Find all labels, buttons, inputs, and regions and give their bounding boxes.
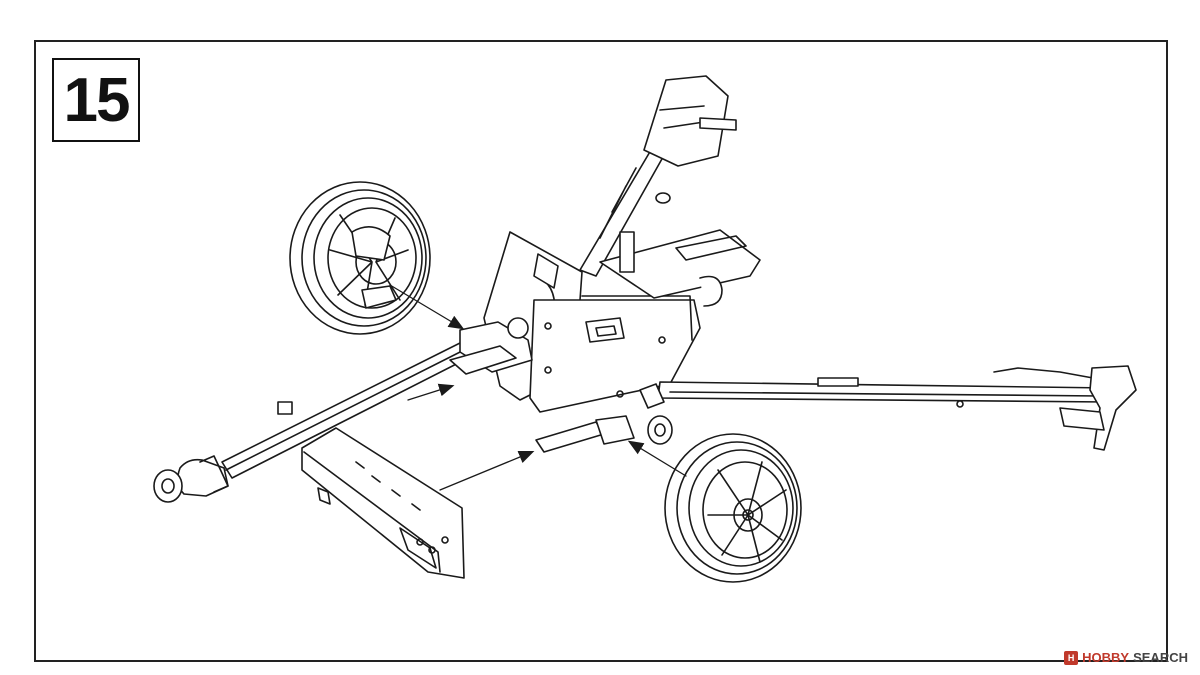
arrow-left-wheel (389, 284, 465, 330)
watermark: H HOBBY SEARCH (1064, 650, 1188, 665)
watermark-logo-icon: H (1064, 650, 1079, 665)
left-wheel (289, 181, 431, 335)
arrow-right-wheel (627, 440, 687, 477)
arrow-trail (407, 383, 455, 401)
lower-shield-plate (301, 427, 465, 579)
axle-spindle (535, 383, 673, 453)
step-number-box: 15 (52, 58, 140, 142)
right-wheel (664, 433, 802, 583)
step-number: 15 (63, 65, 131, 135)
left-trail-leg (153, 337, 481, 503)
arrow-shield-plate (439, 450, 535, 491)
gun-carriage (449, 231, 701, 413)
right-trail-leg (657, 365, 1137, 451)
gun-barrel (579, 75, 761, 307)
assembly-arrows (389, 284, 687, 491)
watermark-suffix: SEARCH (1133, 650, 1188, 665)
instruction-frame (34, 40, 1168, 662)
watermark-brand: HOBBY (1082, 650, 1130, 665)
